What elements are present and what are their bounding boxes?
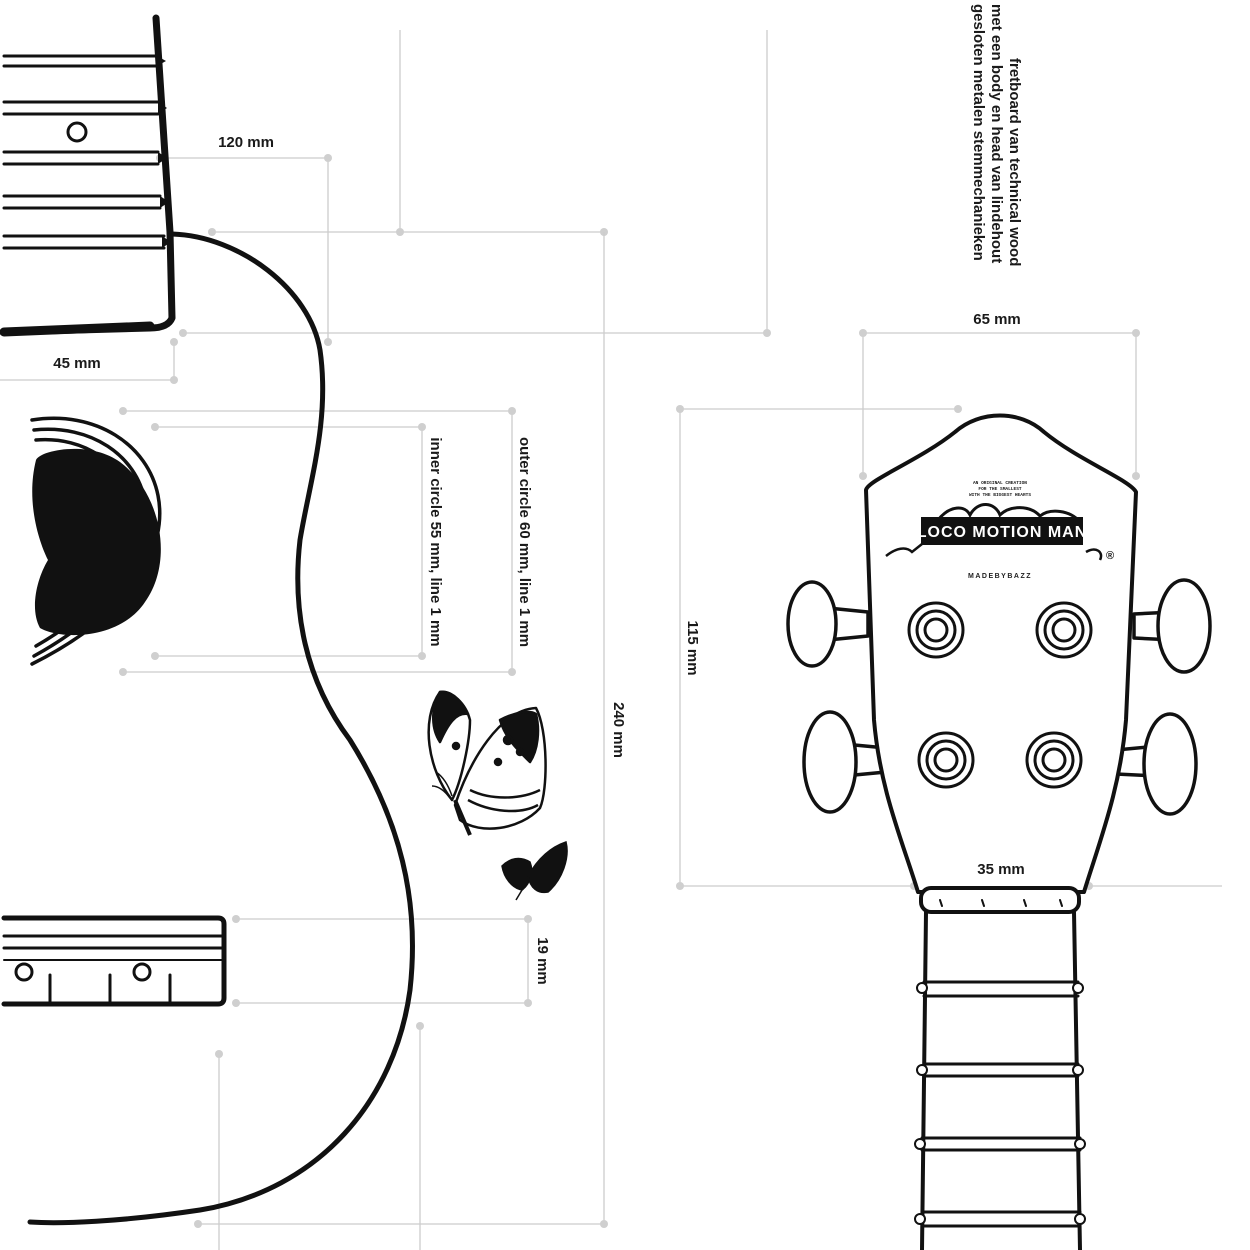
fret-marker — [66, 121, 88, 143]
logo-tagline-1: AN ORIGINAL CREATION — [973, 480, 1027, 486]
logo-banner — [921, 517, 1083, 545]
bridge — [1, 915, 227, 1007]
note-line-1: fretboard van technical wood — [1006, 58, 1023, 266]
registered-mark: ® — [1106, 550, 1114, 562]
note-line-2: met een body en head van lindehout — [988, 4, 1005, 263]
dim-head-height: 115 mm — [684, 620, 701, 675]
dim-outer-circle: outer circle 60 mm, line 1 mm — [516, 437, 533, 647]
nut — [919, 886, 1081, 914]
head-fretboard — [914, 910, 1086, 1250]
logo-flourish-icon — [936, 503, 1082, 524]
material-notes: fretboard van technical wood met een bod… — [970, 4, 1023, 266]
ukulele-body — [0, 14, 415, 1226]
dim-nut-width: 35 mm — [977, 861, 1025, 878]
note-line-3: gesloten metalen stemmechanieken — [970, 4, 987, 261]
fret-ends — [157, 56, 171, 248]
logo-maker: MADEBYBAZZ — [968, 573, 1032, 580]
dim-bridge-height: 19 mm — [534, 937, 551, 985]
logo-figure-icon — [885, 543, 1103, 561]
dim-neck-width: 45 mm — [53, 355, 101, 372]
dim-body-length: 240 mm — [610, 702, 627, 758]
brand-logo: AN ORIGINAL CREATION FOR THE SMALLEST WI… — [885, 480, 1114, 580]
dimension-lines — [0, 30, 1222, 1250]
logo-tagline-2: FOR THE SMALLEST — [978, 486, 1022, 492]
neck-frets — [2, 54, 166, 250]
tuner-posts — [907, 601, 1093, 789]
butterfly-large — [427, 690, 547, 836]
dimension-labels: 120 mm 45 mm outer circle 60 mm, line 1 … — [53, 134, 1025, 985]
dim-inner-circle: inner circle 55 mm, line 1 mm — [427, 437, 444, 646]
butterfly-small — [501, 841, 568, 901]
dim-head-width: 65 mm — [973, 311, 1021, 328]
logo-brand: LOCO MOTION MAN — [917, 524, 1088, 541]
soundhole — [32, 448, 161, 636]
tuner-keys — [786, 578, 1212, 816]
logo-tagline-3: WITH THE BIGGEST HEARTS — [969, 492, 1031, 498]
dim-fret-spacing: 120 mm — [218, 134, 274, 151]
